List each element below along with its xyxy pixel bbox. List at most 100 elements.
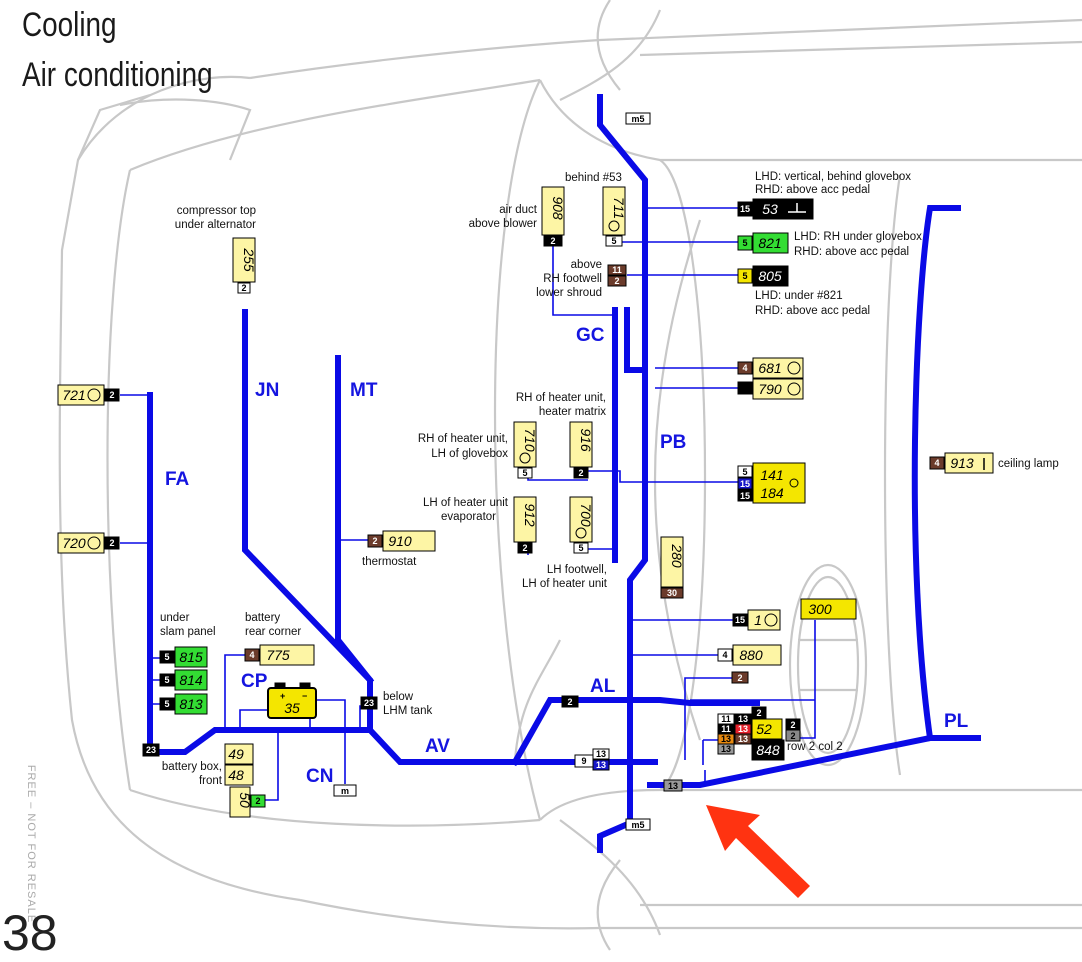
svg-text:5: 5 <box>164 699 169 709</box>
svg-text:880: 880 <box>739 647 763 663</box>
svg-text:13: 13 <box>596 760 606 770</box>
svg-text:2: 2 <box>372 536 377 546</box>
component-53-module: 15 53 <box>737 198 814 220</box>
component-913-sensor: 4 913 <box>929 452 994 474</box>
svg-text:2: 2 <box>578 468 583 478</box>
note-airduct: air duct <box>499 204 538 216</box>
svg-text:13: 13 <box>721 744 731 754</box>
svg-text:13: 13 <box>721 734 731 744</box>
arrow-indicator <box>706 805 810 898</box>
note-lh-evap-1: LH of heater unit <box>423 497 509 509</box>
svg-text:775: 775 <box>266 647 290 663</box>
svg-text:721: 721 <box>62 387 85 403</box>
svg-text:2: 2 <box>756 708 761 718</box>
svg-text:4: 4 <box>722 650 727 660</box>
svg-text:681: 681 <box>758 360 781 376</box>
svg-text:11: 11 <box>721 724 731 734</box>
svg-text:13: 13 <box>596 749 606 759</box>
note-battery-front-1: battery box, <box>162 761 222 773</box>
title-air-conditioning: Air conditioning <box>22 56 213 94</box>
svg-text:15: 15 <box>735 615 745 625</box>
wire-label-al: AL <box>590 676 616 697</box>
svg-text:912: 912 <box>522 503 538 527</box>
svg-text:2: 2 <box>790 731 795 741</box>
component-720-fan: 720 2 <box>57 532 120 554</box>
svg-text:300: 300 <box>808 601 832 617</box>
svg-text:4: 4 <box>742 363 747 373</box>
component-50-fuse: 50 2 <box>229 786 266 818</box>
svg-text:5: 5 <box>522 468 527 478</box>
component-35-battery: + − 35 <box>267 682 317 719</box>
svg-text:−: − <box>302 691 307 701</box>
svg-text:4: 4 <box>249 650 254 660</box>
wire-label-mt: MT <box>350 380 378 401</box>
svg-text:916: 916 <box>578 428 594 452</box>
component-775-switch: 4 775 <box>244 644 315 666</box>
watermark: FREE – NOT FOR RESALE <box>25 764 38 924</box>
component-821-relay: 5 821 <box>737 232 789 254</box>
note-lh-footwell-2: LH of heater unit <box>522 578 608 590</box>
svg-text:720: 720 <box>62 535 86 551</box>
svg-text:+: + <box>280 691 285 701</box>
component-711-actuator: 711 5 <box>602 186 627 247</box>
wire-label-fa: FA <box>165 469 190 490</box>
connector-2-brown: 2 <box>731 671 749 684</box>
svg-text:53: 53 <box>762 201 778 217</box>
svg-text:2: 2 <box>614 276 619 286</box>
svg-text:184: 184 <box>760 485 784 501</box>
component-255-switch: 255 2 <box>232 237 257 294</box>
svg-text:49: 49 <box>228 746 244 762</box>
wire-label-pl: PL <box>944 711 969 732</box>
component-815-relay: 5 815 <box>159 646 208 668</box>
svg-text:9: 9 <box>581 756 586 766</box>
svg-text:805: 805 <box>758 268 782 284</box>
note-rhd-accpedal2: RHD: above acc pedal <box>794 246 909 258</box>
component-814-relay: 5 814 <box>159 669 208 691</box>
svg-text:13: 13 <box>738 724 748 734</box>
svg-text:908: 908 <box>550 196 566 220</box>
wire-label-cp: CP <box>241 671 268 692</box>
svg-text:2: 2 <box>550 236 555 246</box>
component-710-actuator: 710 5 <box>513 421 538 479</box>
component-700-actuator: 700 5 <box>569 496 594 554</box>
svg-text:m: m <box>341 786 349 796</box>
note-rhd-accpedal1: RHD: above acc pedal <box>755 184 870 196</box>
svg-text:5: 5 <box>742 467 747 477</box>
component-141-184-control: 5 15 15 141 184 <box>737 462 806 504</box>
svg-text:1: 1 <box>754 612 762 628</box>
component-880-pump: 4 880 <box>717 644 782 666</box>
note-below-lhm-2: LHM tank <box>383 705 432 717</box>
svg-text:15: 15 <box>740 479 750 489</box>
svg-text:2: 2 <box>737 673 742 683</box>
svg-text:700: 700 <box>578 503 594 527</box>
connector-11-2: 11 2 <box>607 264 627 287</box>
svg-text:23: 23 <box>146 745 156 755</box>
notes: compressor top under alternator behind #… <box>160 171 1059 787</box>
component-52-848-block: 11 13 11 13 13 13 13 2 52 848 2 2 <box>717 706 801 761</box>
wire-label-cn: CN <box>306 766 333 787</box>
wire-label-av: AV <box>425 736 450 757</box>
note-rhfootwell: RH footwell <box>543 273 602 285</box>
svg-text:11: 11 <box>612 265 622 275</box>
component-721-fan: 721 2 <box>57 384 120 406</box>
svg-text:913: 913 <box>950 455 974 471</box>
svg-text:2: 2 <box>109 390 114 400</box>
component-910-thermostat: 2 910 <box>367 530 436 552</box>
svg-text:5: 5 <box>742 238 747 248</box>
svg-text:50: 50 <box>237 792 253 808</box>
svg-text:815: 815 <box>179 649 203 665</box>
connector-23-left: 23 <box>142 743 160 757</box>
svg-text:255: 255 <box>241 247 257 272</box>
component-1-lamp: 15 1 <box>732 609 781 631</box>
component-916-sensor: 916 2 <box>569 421 594 479</box>
note-lowershroud: lower shroud <box>536 287 602 299</box>
svg-text:13: 13 <box>738 734 748 744</box>
svg-text:813: 813 <box>179 696 203 712</box>
component-790-actuator: 790 <box>737 378 804 400</box>
svg-text:2: 2 <box>241 283 246 293</box>
note-behind53: behind #53 <box>565 172 622 184</box>
svg-text:710: 710 <box>522 428 538 452</box>
note-aboveblower: above blower <box>469 218 538 230</box>
svg-text:2: 2 <box>790 720 795 730</box>
wire-labels: FA JN MT CP CN AV AL GC PB PL <box>165 325 969 787</box>
